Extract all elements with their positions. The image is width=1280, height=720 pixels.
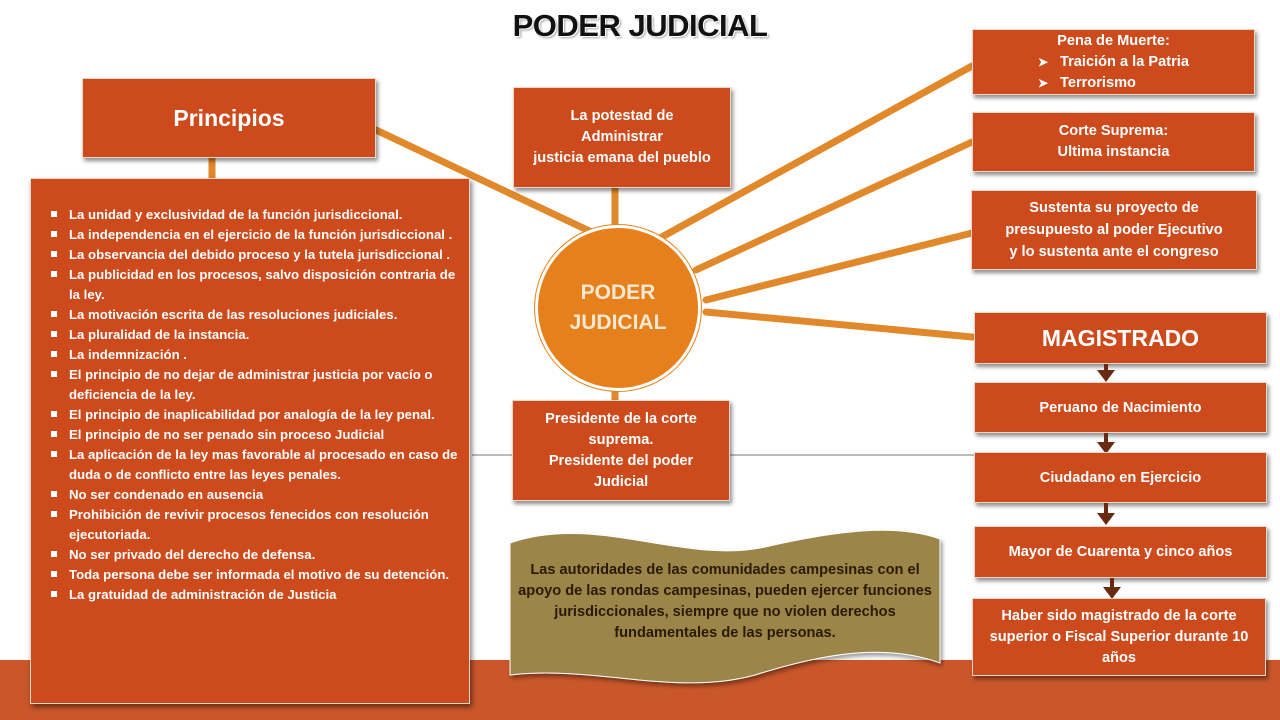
potestad-line1: La potestad de <box>570 108 674 124</box>
campesinas-text: Las autoridades de las comunidades campe… <box>518 562 932 641</box>
principio-item: La observancia del debido proceso y la t… <box>49 245 461 265</box>
principio-item: No ser privado del derecho de defensa. <box>49 545 461 565</box>
corte-line1: Corte Suprema: <box>1058 123 1169 139</box>
pena-list: Traición a la Patria Terrorismo <box>1038 52 1189 94</box>
connector-magistrado <box>702 308 976 341</box>
banner-shape <box>509 529 941 684</box>
requisito-text: Haber sido magistrado de la corte superi… <box>989 607 1249 666</box>
principio-item: Toda persona debe ser informada el motiv… <box>49 565 461 585</box>
principio-item: No ser condenado en ausencia <box>49 485 461 505</box>
requisito-box-1: Peruano de Nacimiento <box>974 382 1267 433</box>
principio-item: La publicidad en los procesos, salvo dis… <box>49 265 461 305</box>
arrow-shaft <box>1104 503 1108 514</box>
campesinas-banner <box>509 529 941 684</box>
principio-item: El principio de inaplicabilidad por anal… <box>49 405 461 425</box>
potestad-line2: Administrar <box>581 129 663 145</box>
arrow-down-icon <box>1103 587 1121 599</box>
principio-item: El principio de no dejar de administrar … <box>49 365 461 405</box>
presupuesto-line2: presupuesto al poder Ejecutivo <box>1005 222 1223 238</box>
principio-item: La unidad y exclusividad de la función j… <box>49 205 461 225</box>
principio-item: Prohibición de revivir procesos fenecido… <box>49 505 461 545</box>
magistrado-heading: MAGISTRADO <box>1041 324 1200 351</box>
principio-item: La independencia en el ejercicio de la f… <box>49 225 461 245</box>
presidente-line3: Presidente del poder <box>548 452 694 469</box>
principio-item: La pluralidad de la instancia. <box>49 325 461 345</box>
arrow-shaft <box>1104 364 1108 371</box>
principio-item: La indemnización . <box>49 345 461 365</box>
requisito-text: Ciudadano en Ejercicio <box>1039 469 1202 486</box>
potestad-box: La potestad de Administrar justicia eman… <box>513 87 731 188</box>
requisito-text: Peruano de Nacimiento <box>1039 399 1202 416</box>
principio-item: La gratuidad de administración de Justic… <box>49 585 461 605</box>
pena-box: Pena de Muerte: Traición a la Patria Ter… <box>972 29 1255 95</box>
presidente-line4: Judicial <box>593 473 649 490</box>
magistrado-box: MAGISTRADO <box>974 312 1267 364</box>
pena-item: Traición a la Patria <box>1038 52 1189 73</box>
arrow-down-icon <box>1097 442 1115 454</box>
pena-heading: Pena de Muerte: <box>1057 32 1170 49</box>
presupuesto-box: Sustenta su proyecto de presupuesto al p… <box>971 190 1257 270</box>
arrow-shaft <box>1104 433 1108 443</box>
principios-list: La unidad y exclusividad de la función j… <box>49 205 461 605</box>
presidente-box: Presidente de la corte suprema. Presiden… <box>512 400 730 501</box>
corte-box: Corte Suprema: Ultima instancia <box>972 112 1255 172</box>
principio-item: El principio de no ser penado sin proces… <box>49 425 461 445</box>
corte-line2: Ultima instancia <box>1057 144 1170 160</box>
principio-item: La motivación escrita de las resolucione… <box>49 305 461 325</box>
center-line1: PODER <box>580 281 656 304</box>
presidente-line2: suprema. <box>588 431 654 448</box>
pena-item: Terrorismo <box>1038 73 1189 94</box>
presupuesto-line3: y lo sustenta ante el congreso <box>1009 244 1219 260</box>
page-title: PODER JUDICIAL <box>512 8 768 43</box>
connector-pena <box>656 62 976 242</box>
arrow-shaft <box>1110 578 1114 588</box>
presupuesto-line1: Sustenta su proyecto de <box>1029 200 1199 216</box>
principios-heading: Principios <box>173 104 285 131</box>
presidente-line1: Presidente de la corte <box>545 410 697 427</box>
connector-corte <box>692 138 976 274</box>
requisito-box-4: Haber sido magistrado de la corte superi… <box>972 598 1266 676</box>
requisito-box-3: Mayor de Cuarenta y cinco años <box>974 526 1267 578</box>
principios-heading-box: Principios <box>82 78 376 158</box>
connector-principios <box>372 126 604 240</box>
arrow-down-icon <box>1097 370 1115 382</box>
arrow-down-icon <box>1097 513 1115 525</box>
principios-list-box: La unidad y exclusividad de la función j… <box>30 178 470 704</box>
connector-presupuesto <box>702 229 976 304</box>
requisito-box-2: Ciudadano en Ejercicio <box>974 452 1267 503</box>
principio-item: La aplicación de la ley mas favorable al… <box>49 445 461 485</box>
requisito-text: Mayor de Cuarenta y cinco años <box>1008 544 1233 560</box>
center-node: PODER JUDICIAL <box>535 225 701 391</box>
potestad-line3: justicia emana del pueblo <box>533 150 711 166</box>
center-line2: JUDICIAL <box>569 311 667 334</box>
